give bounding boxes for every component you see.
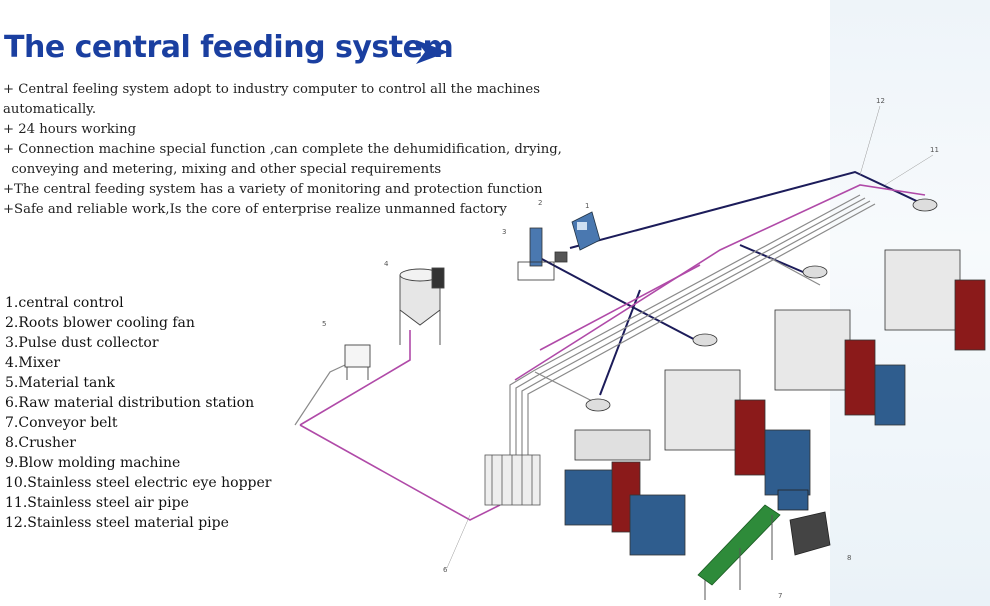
legend-item: 11.Stainless steel air pipe — [5, 495, 189, 511]
conveyor-belt — [697, 504, 781, 600]
legend-item: 2.Roots blower cooling fan — [5, 315, 195, 331]
callout-7: 7 — [778, 592, 782, 600]
legend-item: 7.Conveyor belt — [5, 415, 118, 431]
callout-12: 12 — [876, 97, 885, 105]
feature-line: +Safe and reliable work,Is the core of e… — [3, 202, 507, 217]
callout-5: 5 — [322, 320, 326, 328]
legend-item: 8.Crusher — [5, 435, 76, 451]
callout-leaders — [446, 105, 934, 569]
stainless-pipe-bundle — [294, 194, 876, 470]
material-pipe — [299, 184, 926, 521]
callout-3: 3 — [502, 228, 506, 236]
legend-item: 3.Pulse dust collector — [5, 335, 159, 351]
material-tank — [344, 344, 371, 380]
callout-2: 2 — [538, 199, 542, 207]
feature-line: + Central feeling system adopt to indust… — [3, 82, 540, 97]
dust-collector — [517, 227, 568, 281]
blow-molding-machine — [884, 198, 986, 351]
page-title: The central feeding system — [4, 30, 454, 65]
callout-1: 1 — [585, 202, 589, 210]
blow-molding-machine — [664, 333, 811, 496]
callout-11: 11 — [930, 146, 939, 154]
feature-line: +The central feeding system has a variet… — [3, 182, 543, 197]
feature-line: + 24 hours working — [3, 122, 137, 137]
callout-8: 8 — [847, 554, 851, 562]
feature-line: + Connection machine special function ,c… — [3, 142, 562, 157]
feature-line: automatically. — [3, 102, 97, 117]
callout-4: 4 — [384, 260, 389, 268]
mixer — [399, 267, 445, 345]
callout-labels: 1 2 3 4 5 6 7 8 12 11 — [322, 97, 939, 600]
arrow-right-icon — [416, 40, 448, 64]
legend-item: 6.Raw material distribution station — [5, 395, 255, 411]
air-pipe — [539, 170, 926, 396]
legend-item: 10.Stainless steel electric eye hopper — [5, 475, 272, 491]
crusher — [777, 489, 831, 556]
blow-molding-machine — [774, 265, 906, 426]
feature-list: + Central feeling system adopt to indust… — [3, 80, 633, 220]
blow-molding-machine — [564, 398, 686, 556]
central-control-unit — [571, 211, 601, 251]
callout-6: 6 — [443, 566, 448, 574]
legend-item: 12.Stainless steel material pipe — [5, 515, 229, 531]
distribution-station — [484, 454, 541, 506]
feature-line: conveying and metering, mixing and other… — [3, 162, 442, 177]
legend-item: 1.central control — [5, 295, 124, 311]
legend-item: 5.Material tank — [5, 375, 115, 391]
component-legend: 1.central control 2.Roots blower cooling… — [5, 293, 271, 533]
legend-item: 4.Mixer — [5, 355, 61, 371]
legend-item: 9.Blow molding machine — [5, 455, 181, 471]
